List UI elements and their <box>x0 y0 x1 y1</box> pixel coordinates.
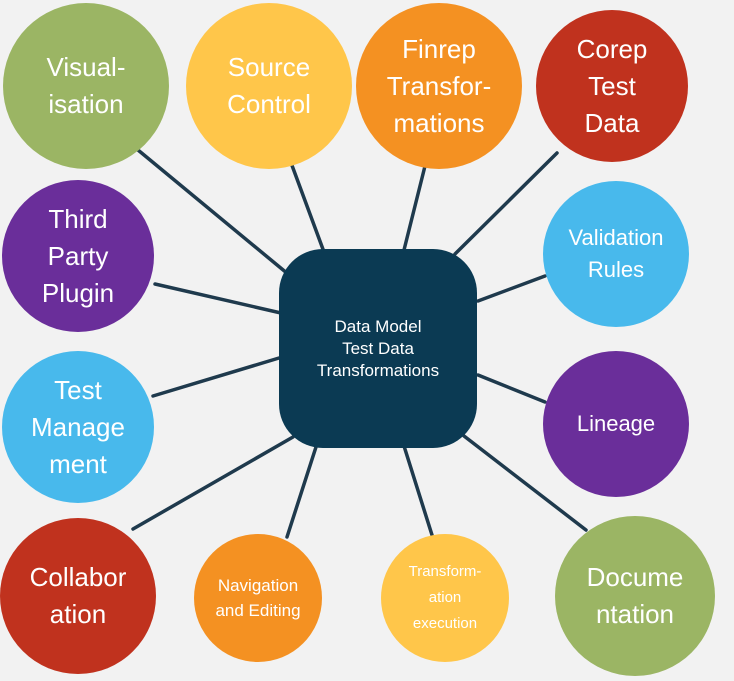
node-source-control: Source Control <box>186 3 352 169</box>
node-lineage: Lineage <box>543 351 689 497</box>
node-lineage-label: Lineage <box>576 411 656 436</box>
node-corep-test-data-label: Corep Test Data <box>576 33 648 138</box>
connector-test-management <box>151 356 281 398</box>
node-source-control-label: Source Control <box>227 52 311 119</box>
node-corep-test-data: Corep Test Data <box>536 10 688 162</box>
center-hub-label: Data Model Test Data Transformations <box>316 316 440 380</box>
connector-lineage <box>476 373 547 404</box>
node-third-party-plugin-label: Third Party Plugin <box>41 203 115 308</box>
node-finrep-transformations: Finrep Transfor- mations <box>356 3 522 169</box>
connector-collaboration <box>131 435 295 531</box>
node-transformation-execution: Transform- ation execution <box>381 534 509 662</box>
node-navigation-and-editing: Navigation and Editing <box>194 534 322 662</box>
node-validation-rules: Validation Rules <box>543 181 689 327</box>
node-collaboration: Collabor ation <box>0 518 156 674</box>
connector-documentation <box>462 434 588 532</box>
center-hub: Data Model Test Data Transformations <box>279 249 477 448</box>
node-validation-rules-label: Validation Rules <box>568 225 664 282</box>
node-documentation-label: Docume ntation <box>586 562 684 629</box>
node-visualisation: Visual- isation <box>3 3 169 169</box>
node-navigation-and-editing-label: Navigation and Editing <box>215 576 301 620</box>
node-finrep-transformations-label: Finrep Transfor- mations <box>386 33 492 138</box>
node-third-party-plugin: Third Party Plugin <box>2 180 154 332</box>
node-visualisation-label: Visual- isation <box>46 52 126 119</box>
node-transformation-execution-label: Transform- ation execution <box>408 563 482 632</box>
connector-third-party <box>153 282 283 315</box>
connector-finrep <box>402 164 427 252</box>
node-test-management: Test Manage ment <box>2 351 154 503</box>
connector-source-control <box>288 158 326 254</box>
connector-visualisation <box>136 148 290 276</box>
connector-corep <box>453 151 559 256</box>
connector-validation <box>476 274 547 303</box>
node-collaboration-label: Collabor ation <box>29 562 127 629</box>
connector-transformation-execution <box>402 444 434 537</box>
node-test-management-label: Test Manage ment <box>31 374 125 479</box>
node-documentation: Docume ntation <box>555 516 715 676</box>
connector-navigation <box>285 445 318 539</box>
